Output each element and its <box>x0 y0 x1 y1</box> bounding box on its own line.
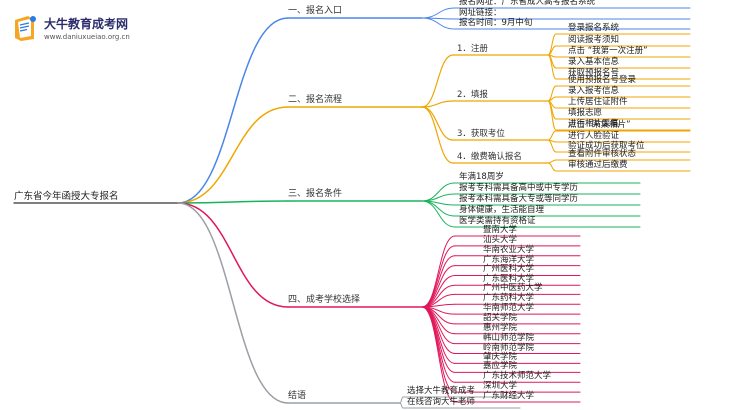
school-item: 广东药科大学 <box>483 293 535 304</box>
condition-item: 年满18周岁 <box>459 172 504 182</box>
leaf-item: 报名网址：广东省成人高考报名系统 <box>459 0 596 7</box>
connector <box>421 17 456 30</box>
section-5: 结语 <box>288 391 307 401</box>
step-2: 2．填报 <box>457 90 488 100</box>
connector <box>421 100 454 108</box>
step-detail: 填报志愿 <box>568 108 603 118</box>
logo: 大牛教育成考网 www.daniuxueiao.org.cn <box>6 10 156 50</box>
connector <box>421 7 456 19</box>
connector <box>177 17 289 204</box>
school-item: 汕头大学 <box>483 234 518 245</box>
leaf-item: 在线咨询大牛老师 <box>407 397 476 407</box>
school-item: 华南农业大学 <box>483 244 535 255</box>
section-3: 三、报名条件 <box>288 189 343 199</box>
connector <box>547 162 557 172</box>
step-detail: 点击 “我第一次注册” <box>568 46 648 56</box>
connector <box>547 33 557 56</box>
school-item: 华南师范大学 <box>483 303 535 314</box>
condition-item: 报考本科需具备大专或等同学历 <box>459 194 579 204</box>
step-detail: 获取预报名号 <box>568 68 620 78</box>
school-item: 广东海洋大学 <box>483 254 535 265</box>
school-item: 广东医科大学 <box>483 274 535 285</box>
step-detail: 使用预报名号登录 <box>568 75 637 85</box>
section-2: 二、报名流程 <box>288 95 343 105</box>
step-4: 4．缴费确认报名 <box>457 152 522 162</box>
connector <box>177 202 289 308</box>
school-item: 深圳大学 <box>483 381 518 392</box>
connector <box>421 106 454 164</box>
school-item: 嘉应学院 <box>483 361 518 372</box>
step-3: 3．获取考位 <box>457 129 505 139</box>
step-detail: 查看附件审核状态 <box>568 149 637 159</box>
step-detail: 进行人脸验证 <box>568 131 620 141</box>
school-item: 韶关学院 <box>483 312 518 323</box>
leaf-item: 选择大牛教育成考 <box>407 386 476 396</box>
step-detail: 录入报考信息 <box>568 86 620 96</box>
leaf-item: 网址链接： <box>459 8 502 18</box>
school-item: 惠州学院 <box>483 322 518 333</box>
connector <box>399 396 404 404</box>
root-node: 广东省今年函授大专报名 <box>14 191 119 202</box>
step-detail: 进行相片采集 <box>568 119 620 129</box>
school-item: 岭南师范学院 <box>483 342 535 353</box>
connector <box>547 159 557 164</box>
school-item: 广东技术师范大学 <box>483 371 552 382</box>
connector <box>399 402 404 409</box>
condition-item: 身体健康，生活能自理 <box>459 205 545 215</box>
condition-item: 医学类需持有资格证 <box>459 216 536 226</box>
school-item: 广东财经大学 <box>483 391 535 401</box>
leaf-item: 报名时间：9月中旬 <box>459 18 533 28</box>
step-detail: 录入基本信息 <box>568 57 620 67</box>
connector <box>547 54 557 80</box>
school-item: 广州中医药大学 <box>483 283 543 294</box>
step-1: 1．注册 <box>457 44 488 54</box>
connector <box>421 284 456 308</box>
step-detail: 审核通过后缴费 <box>568 160 628 170</box>
connector <box>421 200 456 228</box>
step-detail: 阅读报考须知 <box>568 35 620 45</box>
connector <box>547 100 557 131</box>
school-item: 暨南大学 <box>483 225 518 235</box>
logo-book-icon <box>15 16 36 41</box>
school-item: 广州医科大学 <box>483 264 535 275</box>
connector <box>421 306 456 373</box>
connector <box>547 96 557 102</box>
step-detail: 点击 “采集相片” <box>568 120 631 130</box>
connector <box>177 200 289 204</box>
connector <box>421 54 454 108</box>
logo-url: www.daniuxueiao.org.cn <box>44 33 130 41</box>
connector <box>421 182 456 202</box>
connector <box>421 306 456 383</box>
section-1: 一、报名入口 <box>288 6 343 16</box>
connector <box>421 306 456 403</box>
step-detail: 验证成功后获取考位 <box>568 141 645 151</box>
connector <box>547 130 557 141</box>
connector <box>547 139 557 153</box>
step-detail: 上传居住证附件 <box>568 97 628 107</box>
connector <box>177 106 289 204</box>
condition-item: 报考专科需具备高中或中专学历 <box>459 183 579 193</box>
section-4: 四、成考学校选择 <box>288 295 361 305</box>
step-detail: 登录报名系统 <box>568 23 620 33</box>
school-item: 肇庆学院 <box>483 352 518 363</box>
connector <box>421 255 456 308</box>
school-item: 韩山师范学院 <box>483 332 535 343</box>
connector <box>177 202 289 404</box>
logo-title: 大牛教育成考网 <box>44 17 129 31</box>
